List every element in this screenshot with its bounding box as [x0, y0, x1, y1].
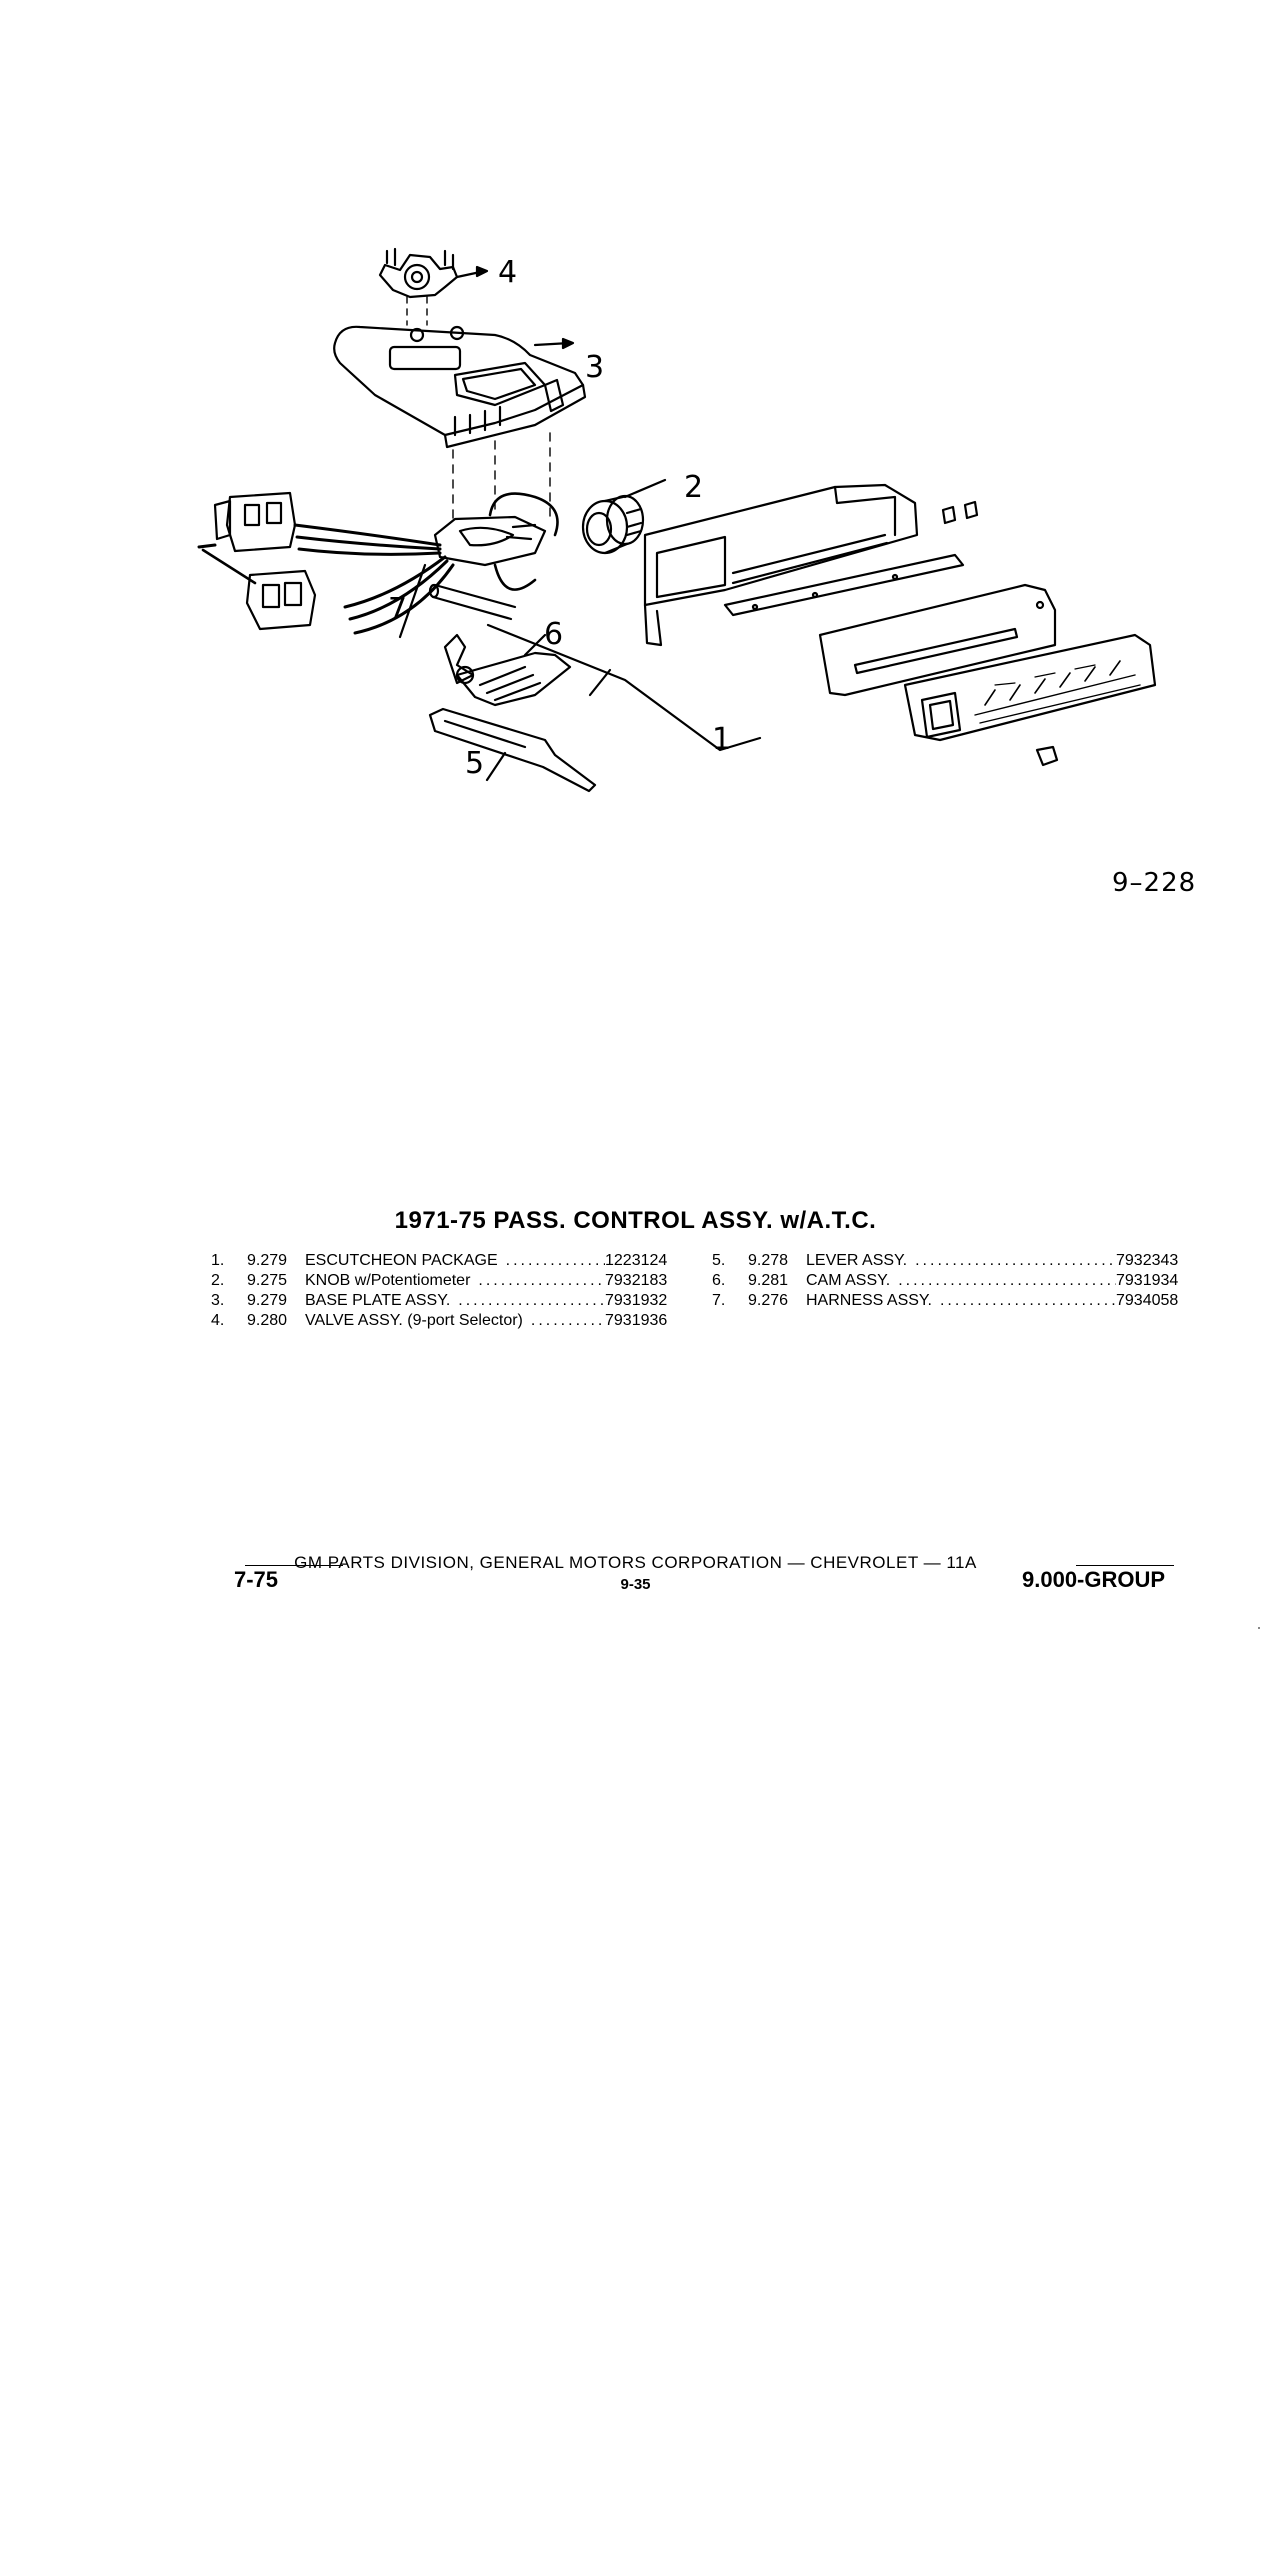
- group-number: 9.279: [247, 1292, 288, 1309]
- callout-4: 4: [498, 255, 518, 290]
- footer-date: 7-75: [234, 1567, 279, 1592]
- parts-list-right: 5. 9.278 LEVER ASSY.....................…: [712, 1251, 1186, 1311]
- knob-potentiometer-drawing: [581, 478, 667, 555]
- group-number: 9.275: [247, 1272, 288, 1289]
- callout-5: 5: [465, 746, 485, 781]
- figure-number: 9–228: [1112, 868, 1197, 898]
- part-index: 2.: [211, 1272, 225, 1289]
- part-name: LEVER ASSY.: [806, 1252, 908, 1269]
- part-row: 7. 9.276 HARNESS ASSY...................…: [712, 1291, 1186, 1311]
- callout-6: 6: [544, 617, 564, 652]
- scan-speck: [1258, 1627, 1260, 1629]
- parts-list-left: 1. 9.279 ESCUTCHEON PACKAGE.............…: [211, 1251, 675, 1331]
- part-index: 5.: [712, 1252, 726, 1269]
- page-title: 1971-75 PASS. CONTROL ASSY. w/A.T.C.: [394, 1207, 877, 1234]
- part-number: 7931936: [605, 1312, 668, 1329]
- footer-group: 9.000-GROUP: [1022, 1567, 1166, 1592]
- base-plate-drawing: [333, 325, 587, 449]
- callout-3: 3: [585, 350, 605, 385]
- leader-dots: ........................................…: [530, 1312, 605, 1329]
- group-number: 9.280: [247, 1312, 288, 1329]
- part-name: HARNESS ASSY.: [806, 1292, 932, 1309]
- part-name: CAM ASSY.: [806, 1272, 891, 1289]
- part-row: 5. 9.278 LEVER ASSY.....................…: [712, 1251, 1186, 1271]
- callout-2: 2: [684, 470, 704, 505]
- group-number: 9.276: [748, 1292, 789, 1309]
- leader-dots: ........................................…: [898, 1272, 1116, 1289]
- escutcheon-package-drawing: [486, 483, 1157, 767]
- part-name: BASE PLATE ASSY.: [305, 1292, 451, 1309]
- group-number: 9.281: [748, 1272, 789, 1289]
- part-row: 6. 9.281 CAM ASSY.......................…: [712, 1271, 1186, 1291]
- part-name: KNOB w/Potentiometer: [305, 1272, 471, 1289]
- part-row: 4. 9.280 VALVE ASSY. (9-port Selector)..…: [211, 1311, 675, 1331]
- part-number: 7932183: [605, 1272, 668, 1289]
- valve-assembly-drawing: [378, 247, 489, 299]
- footer-publisher: GM PARTS DIVISION, GENERAL MOTORS CORPOR…: [294, 1553, 977, 1572]
- part-index: 1.: [211, 1252, 225, 1269]
- part-index: 7.: [712, 1292, 726, 1309]
- part-name: VALVE ASSY. (9-port Selector): [305, 1312, 523, 1329]
- group-number: 9.278: [748, 1252, 789, 1269]
- exploded-parts-diagram: [197, 247, 1157, 793]
- group-number: 9.279: [247, 1252, 288, 1269]
- callout-7: 7: [388, 592, 408, 627]
- part-index: 4.: [211, 1312, 225, 1329]
- part-number: 7931932: [605, 1292, 668, 1309]
- harness-assembly-drawing: [197, 491, 559, 639]
- footer-rule-left: [245, 1565, 343, 1566]
- part-name: ESCUTCHEON PACKAGE: [305, 1252, 498, 1269]
- part-row: 1. 9.279 ESCUTCHEON PACKAGE.............…: [211, 1251, 675, 1271]
- callout-1: 1: [712, 722, 732, 757]
- part-number: 7931934: [1116, 1272, 1179, 1289]
- part-number: 7932343: [1116, 1252, 1179, 1269]
- cam-assembly-drawing: [443, 633, 572, 707]
- lever-assembly-drawing: [428, 707, 597, 793]
- part-index: 3.: [211, 1292, 225, 1309]
- footer-page-number: 9-35: [620, 1576, 651, 1593]
- part-row: 2. 9.275 KNOB w/Potentiometer...........…: [211, 1271, 675, 1291]
- part-row: 3. 9.279 BASE PLATE ASSY................…: [211, 1291, 675, 1311]
- leader-dots: ........................................…: [458, 1292, 605, 1309]
- part-number: 1223124: [605, 1252, 668, 1269]
- part-number: 7934058: [1116, 1292, 1179, 1309]
- part-index: 6.: [712, 1272, 726, 1289]
- leader-dots: ........................................…: [505, 1252, 605, 1269]
- leader-dots: ........................................…: [939, 1292, 1116, 1309]
- leader-dots: ........................................…: [478, 1272, 605, 1289]
- leader-dots: ........................................…: [915, 1252, 1116, 1269]
- footer-rule-right: [1076, 1565, 1174, 1566]
